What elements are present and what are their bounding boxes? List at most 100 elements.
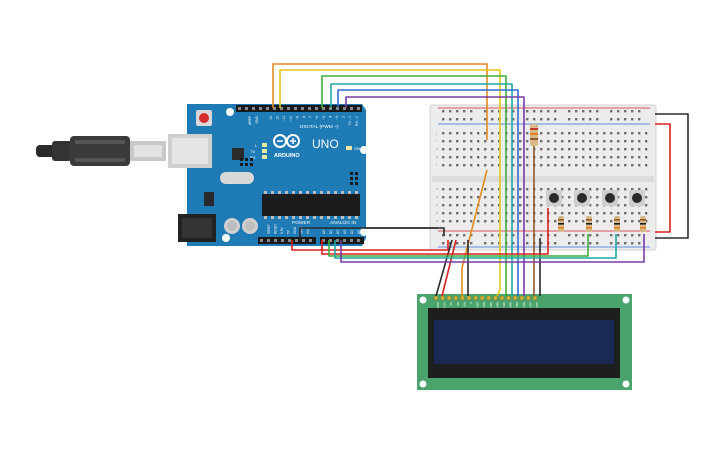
lcd-pin-label: LED [535,302,539,307]
header-pin[interactable] [273,107,276,110]
lcd-pin-label: VCC [443,302,447,308]
lcd-pin[interactable] [493,295,498,301]
lcd-pin[interactable] [473,295,478,301]
lcd-pin[interactable] [499,295,505,301]
digital-header-holes [238,107,360,110]
header-pin[interactable] [350,107,353,110]
header-pin[interactable] [259,107,262,110]
header-pin[interactable] [281,239,284,242]
header-pin[interactable] [343,107,346,110]
lcd-pin[interactable] [486,295,492,301]
header-pin[interactable] [280,107,283,110]
header-pin[interactable] [301,107,304,110]
lcd-pin[interactable] [512,295,518,301]
header-pin[interactable] [336,239,339,242]
row-label: i [436,139,437,143]
lcd-pin[interactable] [519,295,525,301]
digital-pin-label: ~11 [282,116,286,122]
header-pin[interactable] [329,239,332,242]
mount-hole [622,296,630,304]
header-pin[interactable] [260,239,263,242]
resistor [558,216,564,232]
header-pin[interactable] [315,107,318,110]
led-tx [262,149,267,153]
wire-purple-a3 [340,234,645,263]
header-pin[interactable] [274,239,277,242]
lcd-pin[interactable] [440,295,445,301]
lcd-pin[interactable] [526,295,531,301]
push-button-3[interactable] [602,190,618,206]
header-pin[interactable] [302,239,305,242]
header-pin[interactable] [309,239,312,242]
led-rx [262,155,267,159]
lcd-pin[interactable] [433,295,439,301]
lcd-pins [433,295,538,301]
header-pin[interactable] [238,107,241,110]
resistor [640,216,646,232]
resistor [586,216,592,232]
header-pin[interactable] [294,107,297,110]
header-pin[interactable] [343,239,346,242]
push-button-1[interactable] [546,190,562,206]
analog-pin-label: A2 [336,230,340,234]
analog-pin-label: A4 [350,230,354,234]
lcd-pin-label: DB5 [509,302,513,308]
wire-orange-v0 [461,169,488,296]
header-pin[interactable] [336,107,339,110]
analog-pin-label: A0 [322,230,326,234]
power-header [258,237,316,244]
analog-pin-label: A1 [329,230,333,234]
header-pin[interactable] [308,107,311,110]
lcd-pin[interactable] [466,295,472,301]
power-pin-label: IOREF [267,224,271,234]
lcd-pin-label: DB1 [482,302,486,308]
row-label: c [436,203,438,207]
arduino-infinity-logo-icon [273,134,300,148]
wire-blue [337,89,519,296]
header-pin[interactable] [266,107,269,110]
analog-in-label: ANALOG IN [330,220,357,226]
header-pin[interactable] [295,239,298,242]
lcd-pin[interactable] [532,295,538,301]
digital-pin-label: TX→1 [348,116,352,126]
header-pin[interactable] [357,107,360,110]
wire-black-lcd [435,239,453,297]
lcd-pin-label: E [469,302,473,304]
lcd-pin-label: DB3 [495,302,499,308]
lcd-pin[interactable] [460,295,465,301]
power-pin-label: GND [300,226,304,234]
lcd-pin[interactable] [479,295,485,301]
header-pin[interactable] [357,239,360,242]
header-pin[interactable] [322,239,325,242]
lcd-pin[interactable] [506,295,511,301]
chip-pins [264,191,358,219]
wire-red-rail [655,123,671,233]
push-button-2[interactable] [574,190,590,206]
digital-pin-label: RX←0 [355,116,359,126]
power-pin-label: 3.3V [280,227,284,234]
mount-hole [360,228,368,236]
header-pin[interactable] [322,107,325,110]
lcd-pin[interactable] [453,295,459,301]
header-pin[interactable] [350,239,353,242]
header-pin[interactable] [245,107,248,110]
lcd-pin-label: DB6 [515,302,519,308]
header-pin[interactable] [288,239,291,242]
digital-pin-label: 4 [328,116,332,118]
digital-pin-label: ~6 [315,116,319,120]
digital-pin-label: ~3 [335,116,339,120]
analog-pin-label: A5 [357,230,361,234]
digital-pin-label: ~5 [322,116,326,120]
header-pin[interactable] [329,107,332,110]
header-pin[interactable] [267,239,270,242]
header-pin-label: GND [255,115,259,123]
header-pin[interactable] [287,107,290,110]
lcd-pin[interactable] [446,295,452,301]
digital-label: DIGITAL (PWM ~) [300,124,339,130]
push-button-4[interactable] [629,190,645,206]
lcd-pin-label: DB7 [522,302,526,308]
icsp-header [350,172,358,185]
wire-purple [345,96,525,296]
header-pin[interactable] [252,107,255,110]
